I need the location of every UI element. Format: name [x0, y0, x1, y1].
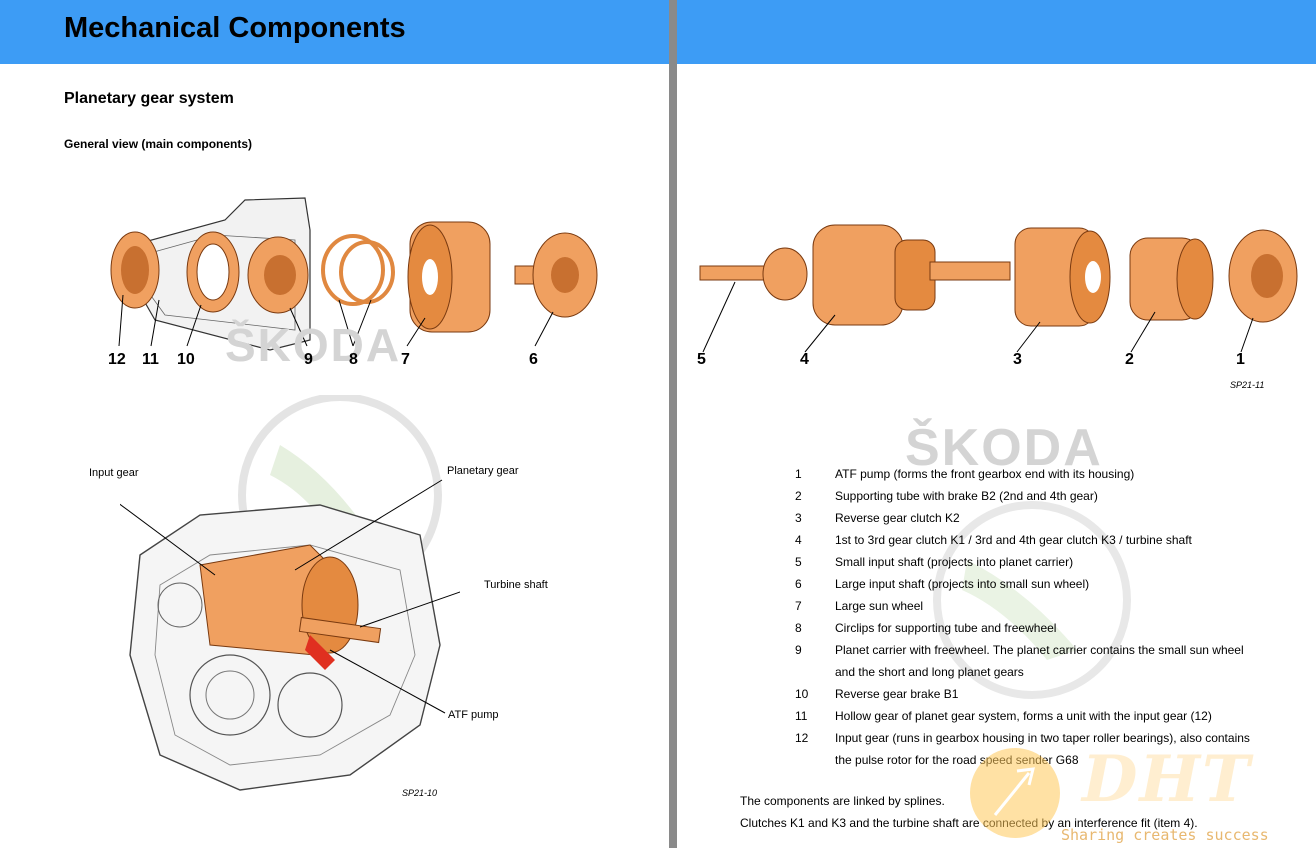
note-interference-fit: Clutches K1 and K3 and the turbine shaft… — [740, 816, 1198, 830]
legend-item-text: 1st to 3rd gear clutch K1 / 3rd and 4th … — [835, 533, 1192, 547]
label-planetary-gear: Planetary gear — [447, 465, 519, 477]
section-title: Planetary gear system — [64, 90, 234, 107]
callout-4: 4 — [800, 351, 809, 368]
legend-item: 9 Planet carrier with freewheel. The plan… — [795, 639, 1265, 683]
exploded-view-illustration-right — [699, 224, 1298, 353]
legend-item-text: ATF pump (forms the front gearbox end wi… — [835, 467, 1135, 481]
legend-item: 6 Large input shaft (projects into small … — [795, 573, 1265, 595]
legend-item-text: Supporting tube with brake B2 (2nd and 4… — [835, 489, 1098, 503]
legend-item-text: Circlips for supporting tube and freewhe… — [835, 621, 1057, 635]
callout-1: 1 — [1236, 351, 1245, 368]
legend-item: 8 Circlips for supporting tube and freewh… — [795, 617, 1265, 639]
note-splines: The components are linked by splines. — [740, 794, 945, 808]
label-turbine-shaft: Turbine shaft — [484, 579, 548, 591]
figure-code-sp21-11: SP21-11 — [1230, 380, 1265, 390]
dht-watermark-logo: DHT — [1082, 742, 1252, 817]
legend-item: 1 ATF pump (forms the front gearbox end w… — [795, 463, 1265, 485]
skoda-watermark-right: ŠKODA — [905, 419, 1103, 477]
label-atf-pump: ATF pump — [448, 709, 499, 721]
legend-item: 10 Reverse gear brake B1 — [795, 683, 1265, 705]
callout-12: 12 — [108, 351, 126, 368]
legend-item-text: Reverse gear brake B1 — [835, 687, 959, 701]
legend-item-number: 12 — [795, 731, 809, 745]
callout-3: 3 — [1013, 351, 1022, 368]
gearbox-cutaway-illustration — [120, 395, 460, 791]
legend-item-text: Reverse gear clutch K2 — [835, 511, 960, 525]
dht-watermark-slogan: Sharing creates success — [1061, 826, 1269, 844]
skoda-logo-watermark — [933, 501, 1131, 699]
label-input-gear: Input gear — [89, 467, 139, 479]
legend-item: 11 Hollow gear of planet gear system, for… — [795, 705, 1265, 727]
component-legend: 1 ATF pump (forms the front gearbox end w… — [795, 463, 1265, 771]
legend-item-text: Large input shaft (projects into small s… — [835, 577, 1090, 591]
callout-8: 8 — [349, 351, 358, 368]
callout-5: 5 — [697, 351, 706, 368]
legend-item-number: 7 — [795, 599, 802, 613]
legend-item-number: 9 — [795, 643, 802, 657]
left-page: Mechanical Components Planetary gear sys… — [0, 0, 669, 848]
subsection-title: General view (main components) — [64, 137, 253, 151]
legend-item-number: 6 — [795, 577, 802, 591]
legend-item-number: 3 — [795, 511, 802, 525]
legend-item: 2 Supporting tube with brake B2 (2nd and … — [795, 485, 1265, 507]
legend-item-number: 2 — [795, 489, 802, 503]
legend-item-text: Small input shaft (projects into planet … — [835, 555, 1074, 569]
exploded-view-illustration-left — [110, 197, 598, 351]
legend-item-number: 1 — [795, 467, 802, 481]
legend-item: 3 Reverse gear clutch K2 — [795, 507, 1265, 529]
header-band-right — [677, 0, 1316, 64]
legend-item: 7 Large sun wheel — [795, 595, 1265, 617]
callout-7: 7 — [401, 351, 410, 368]
header-band — [0, 0, 669, 64]
legend-item-number: 5 — [795, 555, 802, 569]
figure-code-sp21-10: SP21-10 — [402, 788, 438, 798]
legend-item-number: 4 — [795, 533, 802, 547]
callout-10: 10 — [177, 351, 195, 368]
legend-item-text: Hollow gear of planet gear system, forms… — [835, 709, 1212, 723]
legend-item: 5 Small input shaft (projects into planet… — [795, 551, 1265, 573]
dht-circle-arrow-icon — [970, 748, 1060, 838]
callout-9: 9 — [304, 351, 313, 368]
legend-item-number: 11 — [795, 709, 808, 723]
legend-item: 4 1st to 3rd gear clutch K1 / 3rd and 4th… — [795, 529, 1265, 551]
skoda-watermark-top: ŠKODA — [225, 319, 402, 371]
legend-item-number: 8 — [795, 621, 802, 635]
callout-2: 2 — [1125, 351, 1134, 368]
callout-11: 11 — [142, 351, 159, 368]
callout-6: 6 — [529, 351, 538, 368]
page-title: Mechanical Components — [64, 12, 406, 44]
legend-item-text: Large sun wheel — [835, 599, 924, 613]
legend-item-number: 10 — [795, 687, 809, 701]
legend-item-text: Planet carrier with freewheel. The plane… — [835, 643, 1244, 679]
